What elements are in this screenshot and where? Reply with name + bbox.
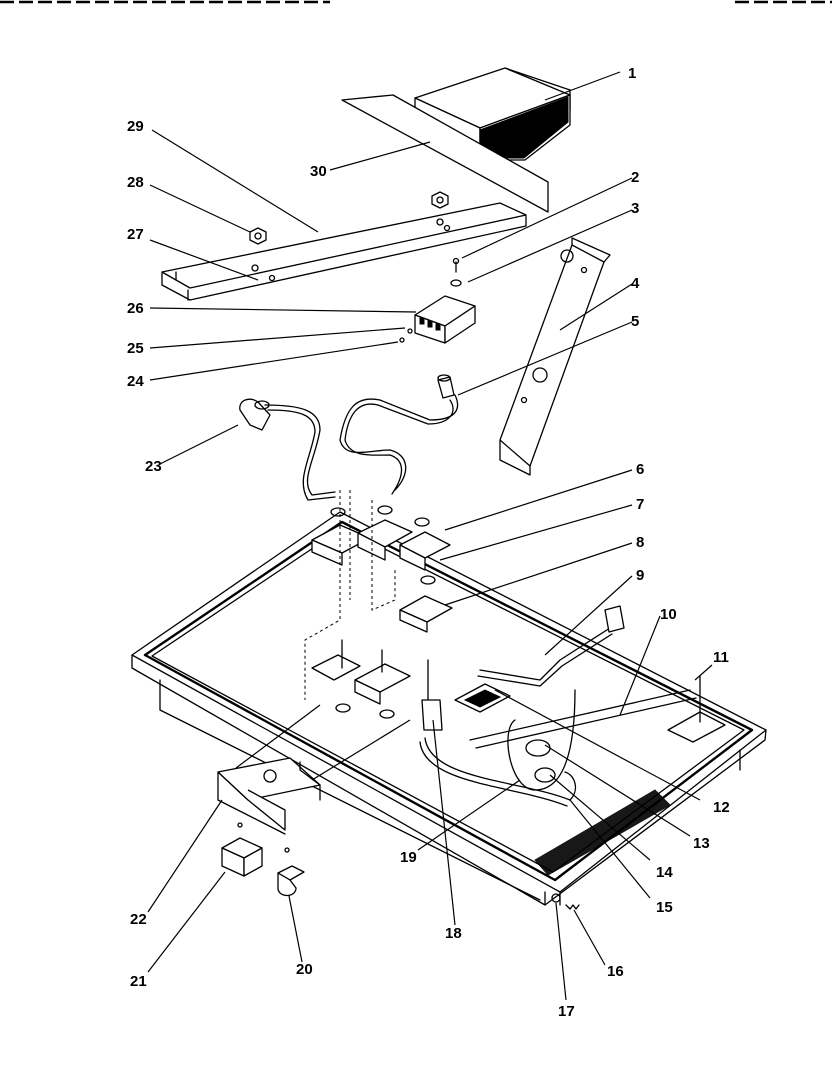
callout-4: 4: [631, 275, 640, 292]
callout-labels: 1 2 3 4 5 6 7 8 9 10 11 12 13 14 15 16 1…: [127, 65, 730, 1020]
callout-29: 29: [127, 118, 144, 135]
callout-26: 26: [127, 300, 144, 317]
callout-25: 25: [127, 340, 144, 357]
callout-17: 17: [558, 1003, 575, 1020]
gas-tube-lines: [264, 394, 459, 501]
callout-22: 22: [130, 911, 147, 928]
part-8-valve: [399, 575, 453, 633]
part-25-screw: [407, 328, 413, 334]
part-11-bracket: [667, 675, 726, 743]
callout-15: 15: [656, 899, 673, 916]
callout-3: 3: [631, 200, 639, 217]
callout-13: 13: [693, 835, 710, 852]
burner-tray: [131, 511, 767, 906]
part-6-valve-block: [311, 505, 451, 571]
part-26-switch-block: [414, 295, 476, 344]
callout-1: 1: [628, 65, 636, 82]
callout-27: 27: [127, 226, 144, 243]
callout-30: 30: [310, 163, 327, 180]
callout-9: 9: [636, 567, 644, 584]
dashed-guides: [304, 490, 396, 700]
part-17-screw: [551, 893, 561, 903]
part-2-screw: [452, 257, 460, 273]
callout-28: 28: [127, 174, 144, 191]
part-4-side-bracket: [499, 237, 611, 476]
callout-23: 23: [145, 458, 162, 475]
callout-8: 8: [636, 534, 644, 551]
callout-10: 10: [660, 606, 677, 623]
part-22-bracket: [217, 757, 321, 835]
part-20-clip: [277, 847, 305, 897]
callout-2: 2: [631, 169, 639, 186]
part-5-fitting: [437, 374, 455, 399]
callout-18: 18: [445, 925, 462, 942]
callout-24: 24: [127, 373, 144, 390]
callout-21: 21: [130, 973, 147, 990]
part-23-fitting: [239, 398, 271, 431]
part-30-panel-strip: [341, 94, 549, 213]
callout-16: 16: [607, 963, 624, 980]
callout-19: 19: [400, 849, 417, 866]
leader-lines: [147, 71, 713, 1001]
part-29-bracket: [161, 202, 527, 301]
callout-14: 14: [656, 864, 673, 881]
callout-11: 11: [713, 649, 729, 666]
part-9-tube: [477, 605, 625, 687]
part-28-nut: [249, 191, 449, 245]
callout-20: 20: [296, 961, 313, 978]
part-16-spring: [565, 904, 580, 910]
callout-7: 7: [636, 496, 644, 513]
callout-5: 5: [631, 313, 639, 330]
part-18-igniter-assembly: [311, 639, 443, 731]
part-3-washer: [450, 279, 462, 287]
part-24-washer: [399, 337, 405, 343]
part-13-14-burner-ports: [419, 737, 577, 807]
part-21-block: [221, 822, 263, 877]
callout-12: 12: [713, 799, 730, 816]
callout-6: 6: [636, 461, 644, 478]
